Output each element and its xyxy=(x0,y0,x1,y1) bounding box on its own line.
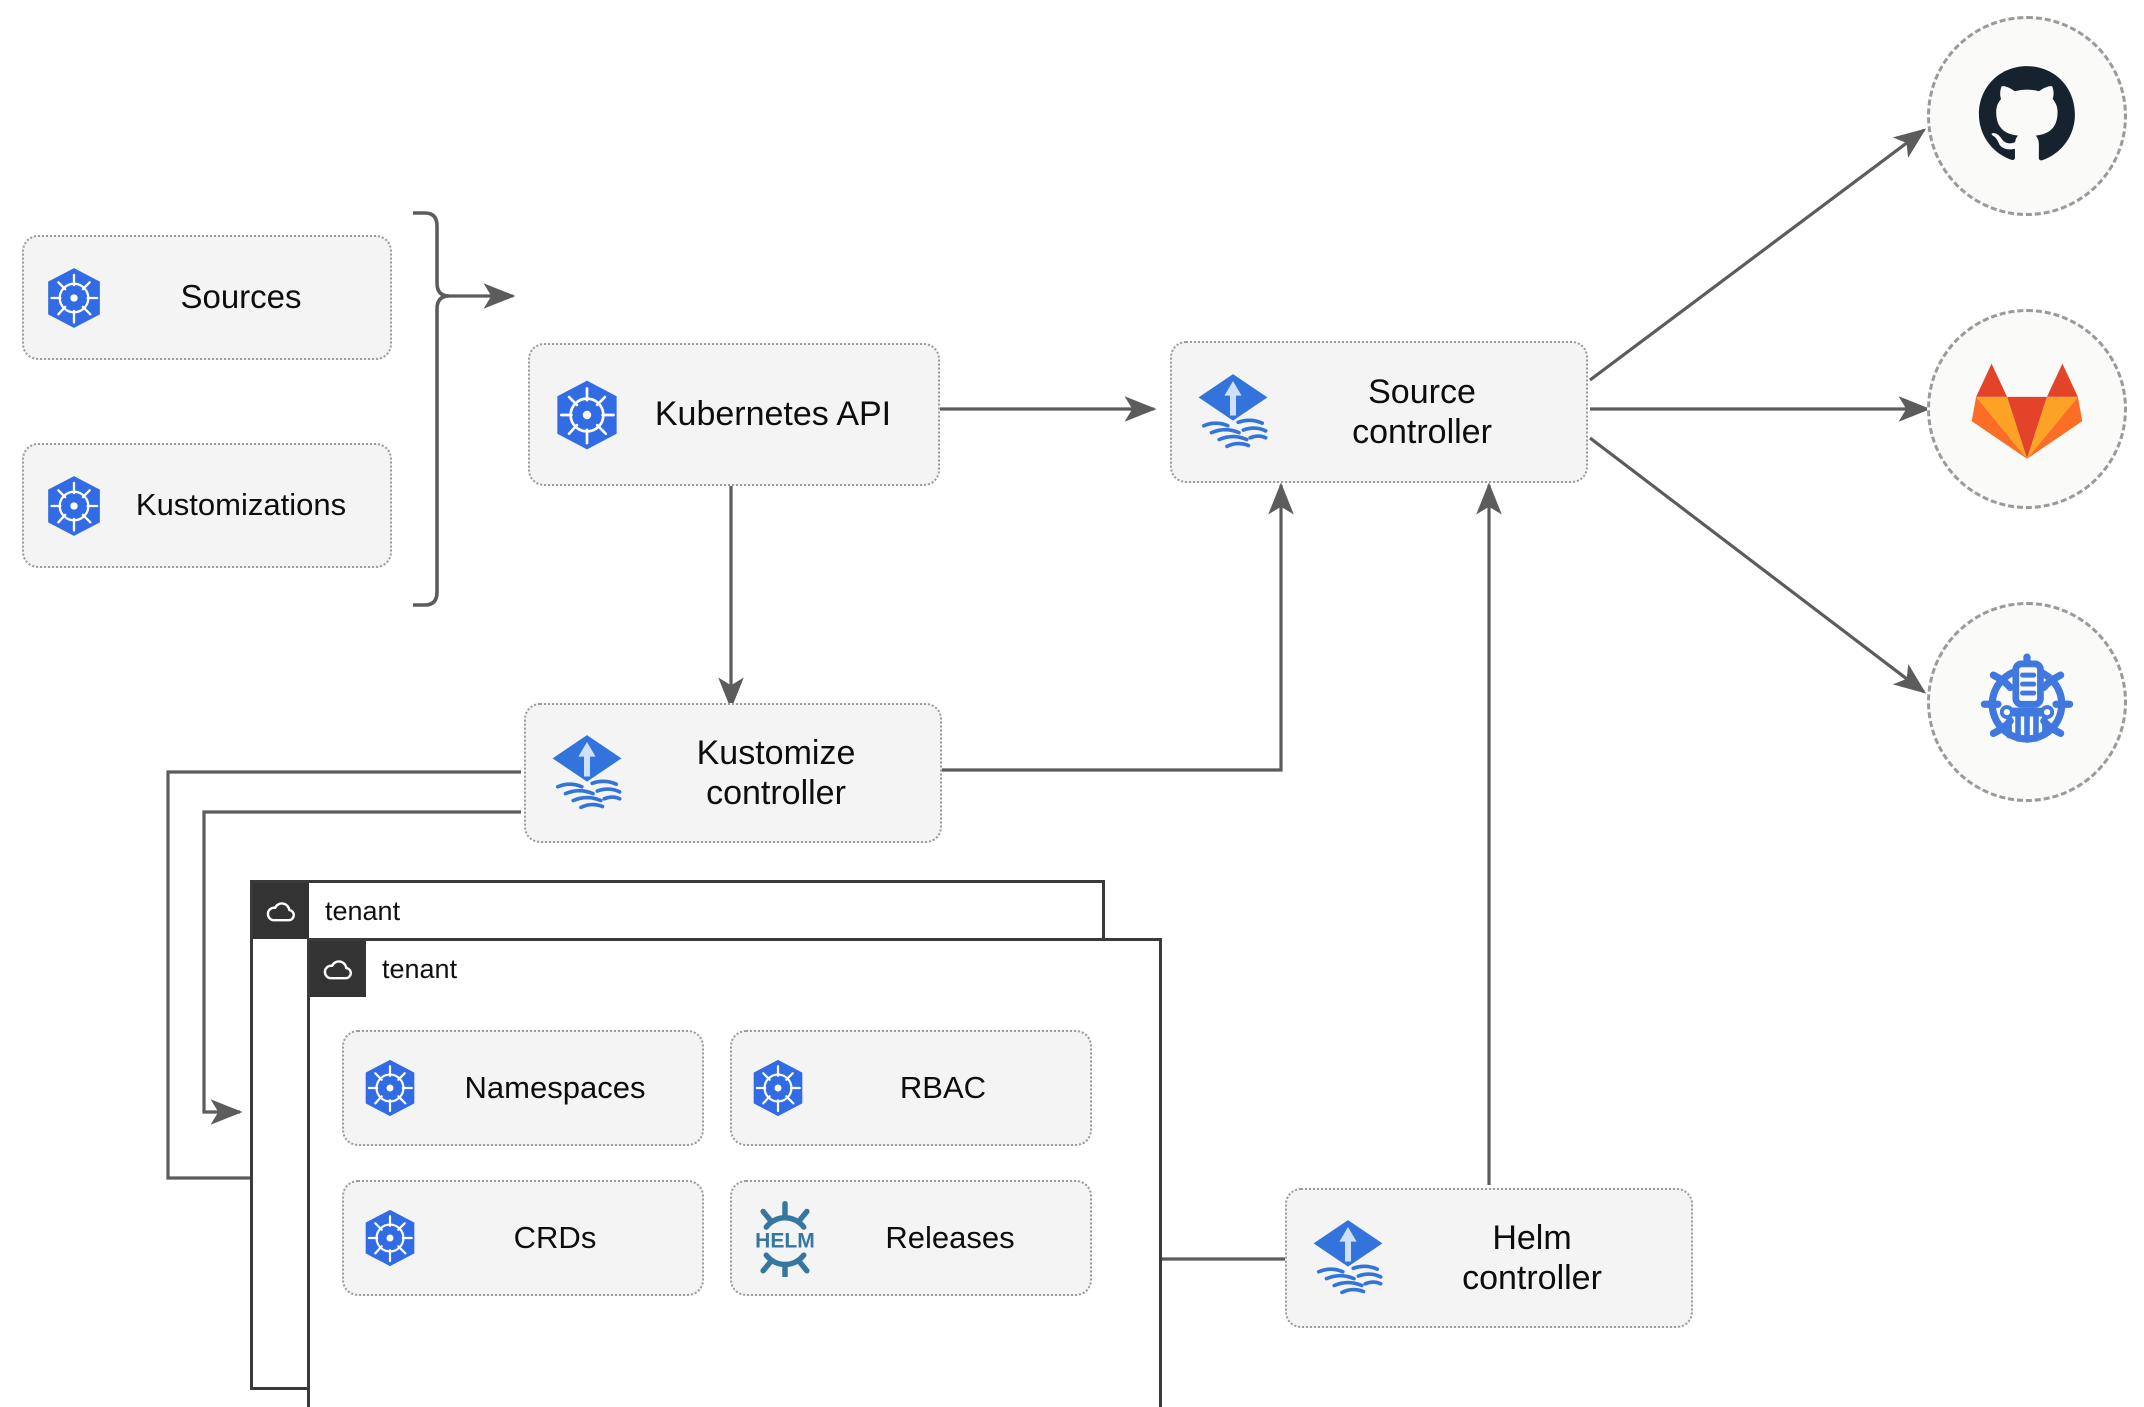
cloud-icon xyxy=(310,941,366,997)
edge-source-github xyxy=(1589,128,1927,382)
node-kubernetes-api-label: Kubernetes API xyxy=(654,395,892,434)
node-helm-controller-label: Helm controller xyxy=(1462,1218,1602,1297)
kubernetes-icon xyxy=(358,1206,422,1270)
bucket-icon xyxy=(1980,653,2074,743)
github-icon xyxy=(1978,66,2075,161)
tenant-outer-titlebar: tenant xyxy=(253,883,400,939)
node-kustomizations[interactable]: Kustomizations xyxy=(22,443,392,568)
node-kustomize-controller[interactable]: Kustomize controller xyxy=(524,703,942,843)
cloud-icon xyxy=(253,883,309,939)
flux-icon xyxy=(1305,1215,1391,1301)
flux-icon xyxy=(1190,369,1276,455)
node-namespaces-label: Namespaces xyxy=(464,1069,646,1105)
tenant-outer-label: tenant xyxy=(325,895,401,926)
node-rbac-label: RBAC xyxy=(899,1069,987,1105)
node-helm-controller[interactable]: Helm controller xyxy=(1285,1188,1693,1328)
badge-gitlab[interactable] xyxy=(1927,309,2127,509)
node-releases[interactable]: HELM Releases xyxy=(730,1180,1092,1296)
node-namespaces[interactable]: Namespaces xyxy=(342,1030,704,1146)
flux-icon xyxy=(544,730,630,816)
tenant-frame-inner[interactable]: tenant xyxy=(307,938,1162,1407)
node-rbac[interactable]: RBAC xyxy=(730,1030,1092,1146)
helm-icon: HELM xyxy=(746,1199,824,1277)
svg-text:HELM: HELM xyxy=(755,1229,815,1252)
node-sources[interactable]: Sources xyxy=(22,235,392,360)
badge-github[interactable] xyxy=(1927,16,2127,216)
kubernetes-icon xyxy=(40,472,108,540)
node-sources-label: Sources xyxy=(180,278,302,316)
node-kubernetes-api[interactable]: Kubernetes API xyxy=(528,343,940,486)
gitlab-icon xyxy=(1971,363,2083,459)
kubernetes-icon xyxy=(548,376,626,454)
group-brace xyxy=(413,211,450,607)
kubernetes-icon xyxy=(358,1056,422,1120)
node-kustomize-controller-label: Kustomize controller xyxy=(696,733,856,812)
node-crds-label: CRDs xyxy=(513,1219,597,1255)
node-source-controller[interactable]: Source controller xyxy=(1170,341,1588,483)
node-releases-label: Releases xyxy=(885,1219,1015,1255)
node-kustomizations-label: Kustomizations xyxy=(135,487,347,523)
node-source-controller-label: Source controller xyxy=(1352,372,1492,451)
node-crds[interactable]: CRDs xyxy=(342,1180,704,1296)
tenant-inner-titlebar: tenant xyxy=(310,941,457,997)
kubernetes-icon xyxy=(746,1056,810,1120)
kubernetes-icon xyxy=(40,264,108,332)
tenant-inner-label: tenant xyxy=(382,953,458,984)
edge-source-bucket xyxy=(1589,436,1927,694)
edge-kustomize-source xyxy=(941,482,1294,772)
badge-bucket[interactable] xyxy=(1927,602,2127,802)
